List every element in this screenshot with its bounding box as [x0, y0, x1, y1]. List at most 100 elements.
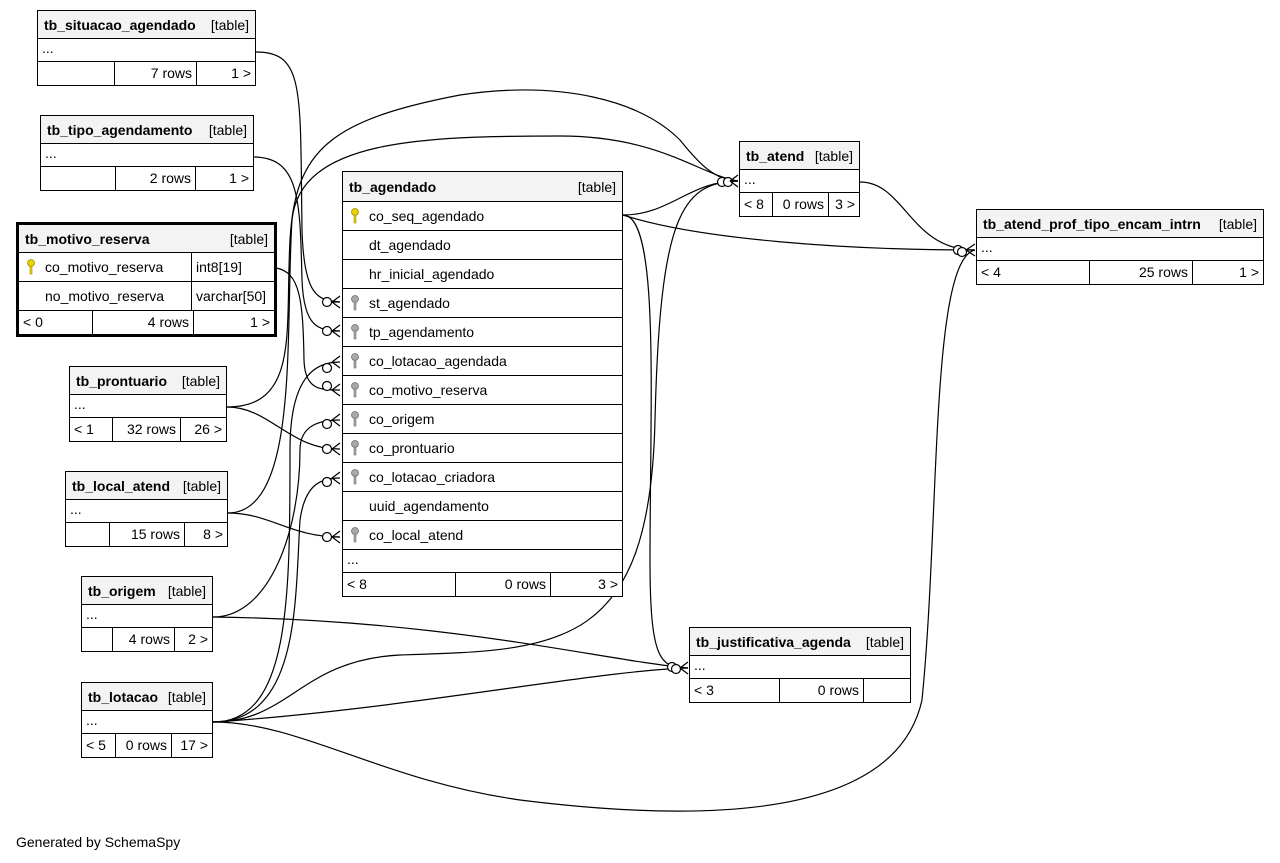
- edge-tipo-tp: [252, 156, 341, 332]
- table-tb-tipo-agendamento[interactable]: tb_tipo_agendamento[table] ... 2 rows 1 …: [40, 115, 254, 191]
- column-name: co_lotacao_agendada: [369, 353, 507, 369]
- column-name: tp_agendamento: [369, 324, 475, 340]
- table-tb-lotacao[interactable]: tb_lotacao[table] ... < 5 0 rows 17 >: [81, 682, 213, 758]
- table-name: tb_justificativa_agenda: [696, 633, 851, 650]
- table-name: tb_agendado: [349, 178, 437, 195]
- edge-agendado-encam: [622, 214, 976, 251]
- column-name: hr_inicial_agendado: [369, 266, 495, 282]
- edge-origem-co: [212, 419, 341, 618]
- table-name: tb_prontuario: [76, 372, 167, 389]
- column-name: co_lotacao_criadora: [369, 469, 496, 485]
- generated-by-label: Generated by SchemaSpy: [16, 834, 181, 850]
- column-row[interactable]: st_agendado: [343, 289, 622, 318]
- columns-ellipsis: ...: [977, 238, 1263, 261]
- children-count: 3 >: [598, 576, 618, 592]
- foreign-key-icon: [351, 295, 359, 311]
- columns-ellipsis: ...: [82, 605, 212, 628]
- parents-count: [82, 628, 113, 651]
- table-tag: [table]: [865, 633, 904, 650]
- table-tb-atend[interactable]: tb_atend[table] ... < 8 0 rows 3 >: [739, 141, 860, 217]
- table-tag: [table]: [814, 147, 853, 164]
- parents-count: [41, 167, 116, 190]
- column-name: no_motivo_reserva: [45, 288, 165, 304]
- foreign-key-icon: [351, 382, 359, 398]
- column-row[interactable]: co_local_atend: [343, 521, 622, 550]
- foreign-key-icon: [351, 411, 359, 427]
- columns-ellipsis: ...: [38, 39, 255, 62]
- rows-count: 4 rows: [113, 628, 175, 651]
- children-count: [864, 679, 910, 702]
- table-tag: [table]: [229, 230, 268, 247]
- table-name: tb_motivo_reserva: [25, 230, 150, 247]
- foreign-key-icon: [351, 324, 359, 340]
- table-name: tb_origem: [88, 582, 156, 599]
- children-count: 8 >: [203, 526, 223, 542]
- table-tb-origem[interactable]: tb_origem[table] ... 4 rows 2 >: [81, 576, 213, 652]
- column-name: dt_agendado: [369, 237, 451, 253]
- column-row[interactable]: co_lotacao_agendada: [343, 347, 622, 376]
- column-row[interactable]: uuid_agendamento: [343, 492, 622, 521]
- column-row[interactable]: hr_inicial_agendado: [343, 260, 622, 289]
- table-name: tb_tipo_agendamento: [47, 121, 193, 138]
- rows-count: 0 rows: [116, 734, 172, 757]
- table-tag: [table]: [182, 477, 221, 494]
- table-tag: [table]: [210, 16, 249, 33]
- rows-count: 0 rows: [456, 573, 551, 596]
- column-name: uuid_agendamento: [369, 498, 489, 514]
- rows-count: 0 rows: [773, 193, 829, 216]
- parents-count: < 4: [977, 261, 1090, 284]
- rows-count: 0 rows: [780, 679, 864, 702]
- children-count: 26 >: [194, 421, 222, 437]
- columns-ellipsis: ...: [343, 550, 622, 573]
- rows-count: 25 rows: [1090, 261, 1193, 284]
- children-count: 1 >: [250, 314, 270, 330]
- edge-lotacao-encam: [212, 249, 976, 812]
- column-name: co_prontuario: [369, 440, 455, 456]
- parents-count: < 8: [343, 573, 456, 596]
- table-name: tb_atend_prof_tipo_encam_intrn: [983, 215, 1201, 232]
- columns-ellipsis: ...: [41, 144, 253, 167]
- column-row[interactable]: co_origem: [343, 405, 622, 434]
- edge-agendado-justif: [622, 214, 689, 669]
- column-row[interactable]: co_prontuario: [343, 434, 622, 463]
- column-name: co_motivo_reserva: [45, 259, 164, 275]
- table-tb-justificativa-agenda[interactable]: tb_justificativa_agenda[table] ... < 3 0…: [689, 627, 911, 703]
- primary-key-icon: [27, 259, 35, 275]
- edge-local-atend: [227, 135, 739, 514]
- column-row[interactable]: co_lotacao_criadora: [343, 463, 622, 492]
- children-count: 3 >: [835, 196, 855, 212]
- foreign-key-icon: [351, 527, 359, 543]
- table-tb-local-atend[interactable]: tb_local_atend[table] ... 15 rows 8 >: [65, 471, 228, 547]
- column-row[interactable]: co_motivo_reserva: [343, 376, 622, 405]
- column-type: int8[19]: [196, 259, 242, 275]
- columns-ellipsis: ...: [740, 170, 859, 193]
- column-row[interactable]: co_motivo_reserva int8[19]: [19, 253, 274, 282]
- column-row[interactable]: co_seq_agendado: [343, 202, 622, 231]
- children-count: 1 >: [1239, 264, 1259, 280]
- table-tb-motivo-reserva[interactable]: tb_motivo_reserva [table] co_motivo_reser…: [16, 222, 277, 337]
- parents-count: < 8: [740, 193, 773, 216]
- children-count: 1 >: [231, 65, 251, 81]
- rows-count: 7 rows: [115, 62, 197, 85]
- column-name: st_agendado: [369, 295, 450, 311]
- table-tag: [table]: [167, 688, 206, 705]
- parents-count: < 1: [70, 418, 113, 441]
- table-tb-prontuario[interactable]: tb_prontuario[table] ... < 1 32 rows 26 …: [69, 366, 227, 442]
- column-row[interactable]: no_motivo_reserva varchar[50]: [19, 282, 274, 311]
- rows-count: 2 rows: [116, 167, 196, 190]
- table-tb-atend-prof-tipo-encam-intrn[interactable]: tb_atend_prof_tipo_encam_intrn[table] ..…: [976, 209, 1264, 285]
- edge-motivo-co: [275, 267, 341, 391]
- table-tb-situacao-agendado[interactable]: tb_situacao_agendado[table] ... 7 rows 1…: [37, 10, 256, 86]
- children-count: 1 >: [229, 170, 249, 186]
- table-name: tb_local_atend: [72, 477, 171, 494]
- column-name: co_local_atend: [369, 527, 464, 543]
- edge-lotacao-atend: [212, 180, 739, 723]
- rows-count: 32 rows: [113, 418, 181, 441]
- edge-origem-justif: [212, 616, 689, 669]
- edge-lotacao-cr: [212, 477, 341, 723]
- column-row[interactable]: tp_agendamento: [343, 318, 622, 347]
- children-count: 17 >: [180, 737, 208, 753]
- foreign-key-icon: [351, 353, 359, 369]
- column-row[interactable]: dt_agendado: [343, 231, 622, 260]
